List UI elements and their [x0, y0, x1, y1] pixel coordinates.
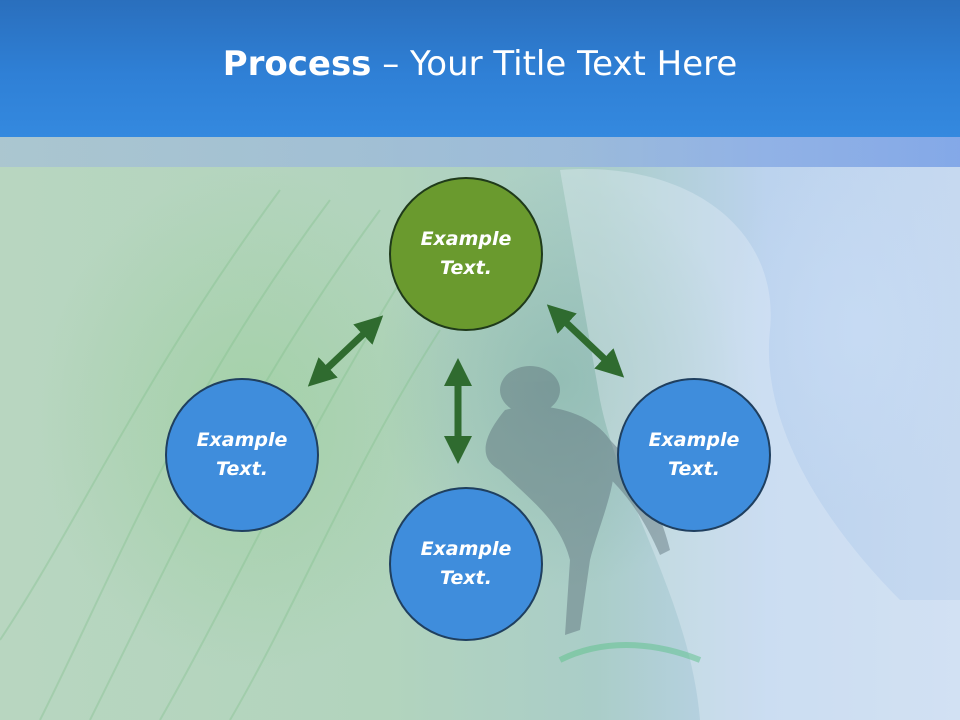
- title-bold: Process: [222, 43, 372, 84]
- node-bottom-line1: Example: [420, 538, 512, 560]
- process-node-top[interactable]: Example Text.: [389, 177, 543, 331]
- node-left-line1: Example: [196, 429, 288, 451]
- page-title: Process – Your Title Text Here: [223, 44, 738, 84]
- process-node-right[interactable]: Example Text.: [617, 378, 771, 532]
- title-rest: – Your Title Text Here: [371, 43, 738, 84]
- node-right-line1: Example: [648, 429, 740, 451]
- process-node-left[interactable]: Example Text.: [165, 378, 319, 532]
- node-top-line1: Example: [420, 228, 512, 250]
- header-bar: Process – Your Title Text Here: [0, 0, 960, 137]
- header-subband: [0, 137, 960, 167]
- process-node-bottom[interactable]: Example Text.: [389, 487, 543, 641]
- node-top-line2: Text.: [440, 257, 492, 279]
- node-right-line2: Text.: [668, 458, 720, 480]
- node-bottom-line2: Text.: [440, 567, 492, 589]
- node-left-line2: Text.: [216, 458, 268, 480]
